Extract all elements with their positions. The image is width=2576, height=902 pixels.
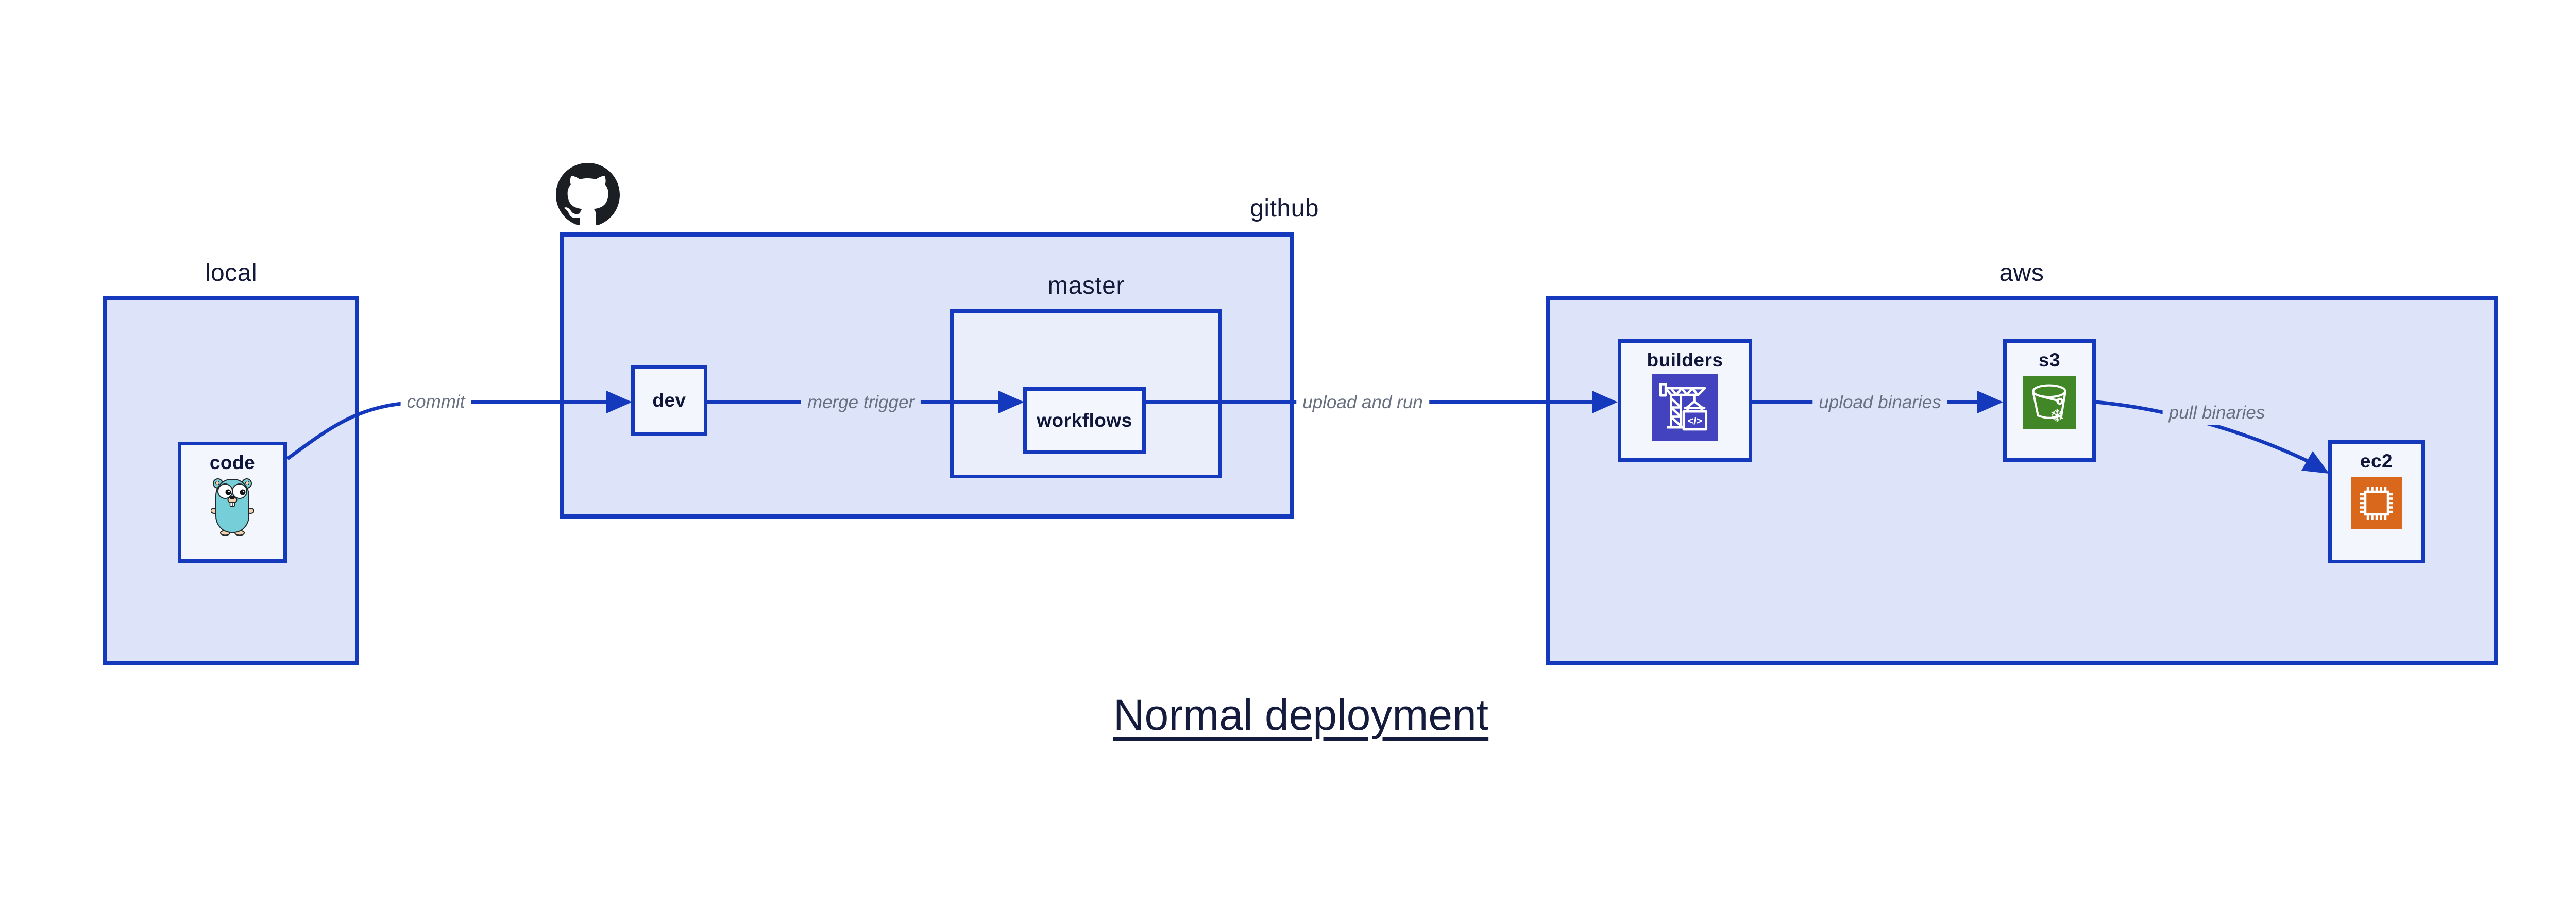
- workflows-label: workflows: [1037, 409, 1132, 431]
- ec2-label: ec2: [2360, 450, 2393, 472]
- svg-text:</>: </>: [1688, 415, 1702, 427]
- workflows-node: workflows: [1023, 387, 1146, 454]
- master-label: master: [1047, 272, 1125, 299]
- ec2-chip-icon: [2350, 477, 2402, 529]
- s3-glacier-bucket-icon: ❄: [2023, 376, 2076, 429]
- github-label: github: [1250, 195, 1319, 222]
- local-label: local: [205, 259, 258, 287]
- dev-label: dev: [652, 390, 686, 411]
- aws-label: aws: [1999, 259, 2044, 287]
- edge-label-pull-binaries: pull binaries: [2162, 400, 2272, 425]
- code-label: code: [209, 452, 256, 473]
- diagram-title: Normal deployment: [1113, 691, 1489, 739]
- builders-label: builders: [1647, 349, 1723, 371]
- edge-label-merge-trigger: merge trigger: [801, 390, 921, 415]
- svg-text:❄: ❄: [2049, 406, 2064, 427]
- code-node: code: [178, 442, 287, 563]
- edge-label-upload-and-run: upload and run: [1296, 390, 1429, 415]
- s3-label: s3: [2038, 349, 2061, 371]
- edge-label-upload-binaries: upload binaries: [1812, 390, 1947, 415]
- go-gopher-icon: [211, 478, 254, 536]
- builders-node: builders </>: [1618, 339, 1752, 462]
- codebuild-crane-icon: </>: [1652, 374, 1718, 441]
- dev-node: dev: [631, 365, 707, 436]
- s3-node: s3 ❄: [2003, 339, 2096, 462]
- github-octocat-icon: [556, 163, 620, 225]
- ec2-node: ec2: [2328, 440, 2425, 563]
- edge-label-commit: commit: [400, 390, 471, 414]
